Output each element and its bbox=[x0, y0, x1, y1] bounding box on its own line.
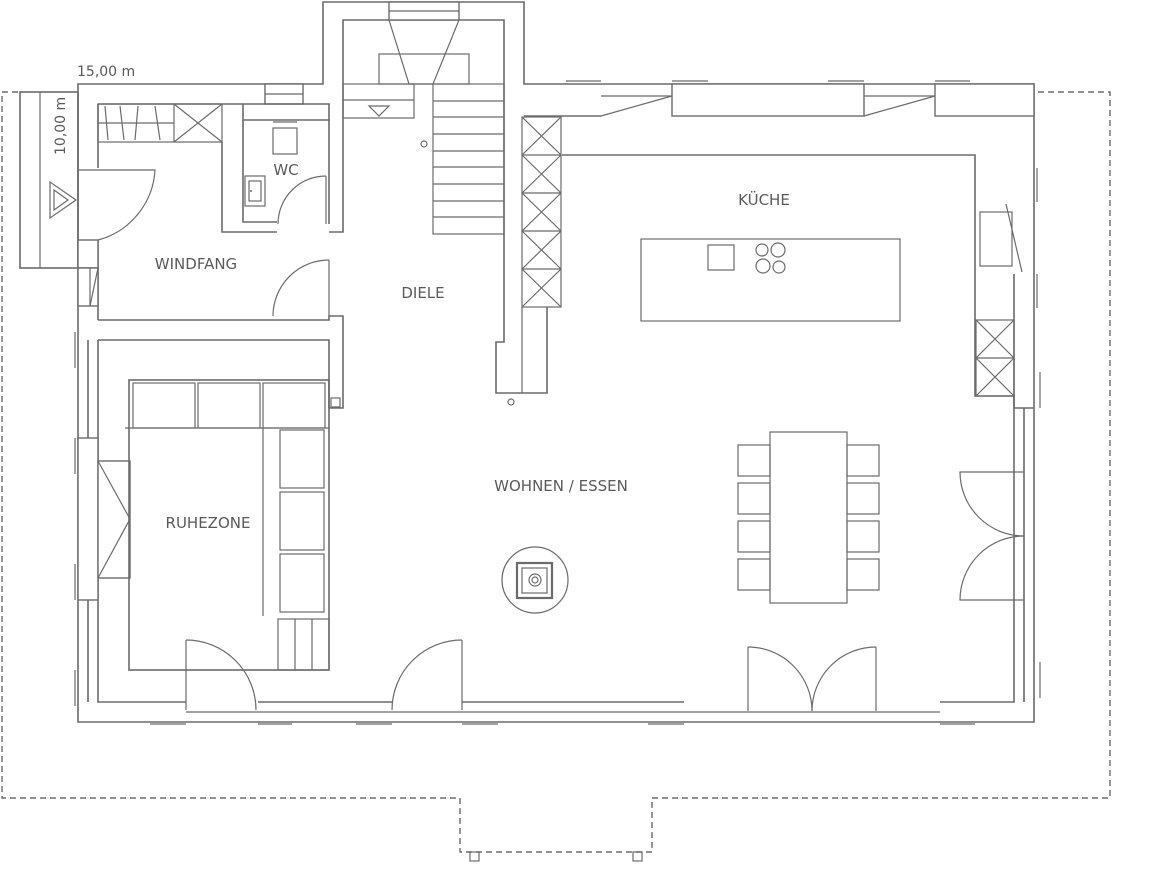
room-label-wc: WC bbox=[273, 161, 298, 179]
entrance-arrow-icon bbox=[49, 180, 78, 220]
entry-walls bbox=[77, 103, 344, 409]
dimension-width: 15,00 m bbox=[77, 64, 135, 80]
sofa bbox=[125, 379, 330, 671]
top-windows bbox=[264, 1, 1035, 117]
outer-walls bbox=[77, 1, 1035, 723]
entrance-platform bbox=[19, 91, 79, 269]
storage-wall bbox=[495, 116, 562, 406]
bottom-doors bbox=[150, 639, 975, 725]
room-label-ruhezone: RUHEZONE bbox=[166, 514, 251, 532]
room-label-kueche: KÜCHE bbox=[738, 190, 790, 209]
left-windows bbox=[74, 332, 131, 706]
dimension-depth: 10,00 m bbox=[53, 97, 69, 155]
fireplace-icon bbox=[501, 546, 569, 614]
staircase bbox=[342, 19, 505, 235]
right-doors bbox=[959, 168, 1041, 698]
terrace-outline bbox=[1, 91, 1111, 862]
room-label-windfang: WINDFANG bbox=[155, 255, 237, 273]
room-label-diele: DIELE bbox=[401, 284, 444, 302]
dining-table bbox=[737, 431, 880, 604]
kitchen-fixtures bbox=[640, 203, 1023, 397]
room-label-wohnen-essen: WOHNEN / ESSEN bbox=[494, 477, 628, 495]
